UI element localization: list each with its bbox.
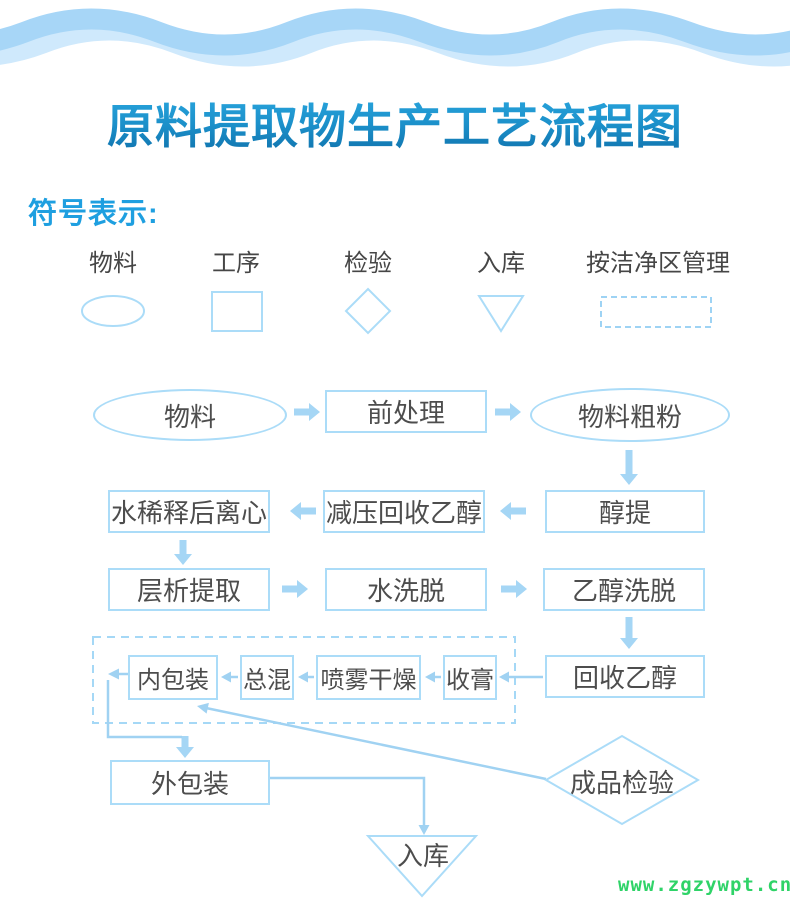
legend-diamond-icon xyxy=(344,287,392,335)
node-recover-ethanol: 回收乙醇 xyxy=(545,655,705,698)
node-paste-collection: 收膏 xyxy=(443,655,497,700)
node-coarse-powder: 物料粗粉 xyxy=(530,388,730,442)
legend-ellipse-icon xyxy=(81,295,145,327)
legend-label-material: 物料 xyxy=(89,250,137,277)
arrow-alcohol-to-recover-icon xyxy=(500,502,526,520)
arrow-recover-to-dilute-icon xyxy=(290,502,316,520)
wave-main xyxy=(0,8,790,56)
arrow-paste-to-spray-head-icon xyxy=(425,671,435,683)
legend-label-warehouse: 入库 xyxy=(477,250,525,277)
legend-label-process: 工序 xyxy=(212,250,260,277)
clean-area-dashed-box xyxy=(92,636,516,724)
arrow-elbow-to-outerpackaging-icon xyxy=(176,736,194,758)
arrow-waterelution-to-ethanolelution-icon xyxy=(501,580,527,598)
arrow-blend-to-innerpack-head-icon xyxy=(221,671,231,683)
arrow-chromatography-to-waterelution-icon xyxy=(282,580,308,598)
page-title: 原料提取物生产工艺流程图 xyxy=(0,88,790,157)
node-alcohol-extraction: 醇提 xyxy=(545,490,705,533)
arrow-coarse-to-alcohol-icon xyxy=(620,450,638,485)
warehousing-triangle xyxy=(365,835,479,898)
arrow-pretreatment-to-coarse-icon xyxy=(495,403,521,421)
node-water-dilute-centrifuge: 水稀释后离心 xyxy=(108,490,270,533)
outerpack-to-warehouse-head-icon xyxy=(418,825,430,835)
inspection-to-innerpack-head-icon xyxy=(197,702,209,714)
node-inner-packaging: 内包装 xyxy=(128,655,218,700)
inspection-to-innerpack-line xyxy=(205,706,547,781)
finished-inspection-diamond xyxy=(544,734,700,826)
legend-dashed-rect-icon xyxy=(600,296,712,328)
legend-rect-icon xyxy=(211,291,263,332)
arrow-recoverethanol-to-paste-head-icon xyxy=(499,671,509,683)
legend-heading: 符号表示: xyxy=(28,198,159,230)
node-water-elution: 水洗脱 xyxy=(325,568,487,611)
legend-label-inspection: 检验 xyxy=(344,250,392,277)
node-spray-drying: 喷雾干燥 xyxy=(316,655,421,700)
node-vacuum-recover-ethanol: 减压回收乙醇 xyxy=(323,490,485,533)
node-material: 物料 xyxy=(93,389,287,441)
node-chromatography-extraction: 层析提取 xyxy=(108,568,270,611)
innerpack-to-outerpack-elbow-line xyxy=(106,680,182,739)
arrow-ethanolelution-to-recoverethanol-icon xyxy=(620,617,638,649)
node-ethanol-elution: 乙醇洗脱 xyxy=(543,568,705,611)
arrow-spray-to-blend-head-icon xyxy=(298,671,308,683)
watermark: www.zgzywpt.cn xyxy=(618,874,790,896)
innerpack-exit-head-icon xyxy=(108,668,119,680)
arrow-material-to-pretreatment-icon xyxy=(294,403,320,421)
outerpack-to-warehouse-elbow-line xyxy=(270,776,426,826)
node-outer-packaging: 外包装 xyxy=(110,760,270,805)
node-total-blending: 总混 xyxy=(240,655,294,700)
arrow-dilute-to-chromatography-icon xyxy=(174,540,192,565)
legend-label-cleanarea: 按洁净区管理 xyxy=(586,250,730,277)
node-pretreatment: 前处理 xyxy=(325,390,487,433)
node-warehousing-label: 入库 xyxy=(396,840,449,871)
legend-triangle-icon xyxy=(477,295,525,333)
node-finished-inspection-label: 成品检验 xyxy=(569,767,674,798)
